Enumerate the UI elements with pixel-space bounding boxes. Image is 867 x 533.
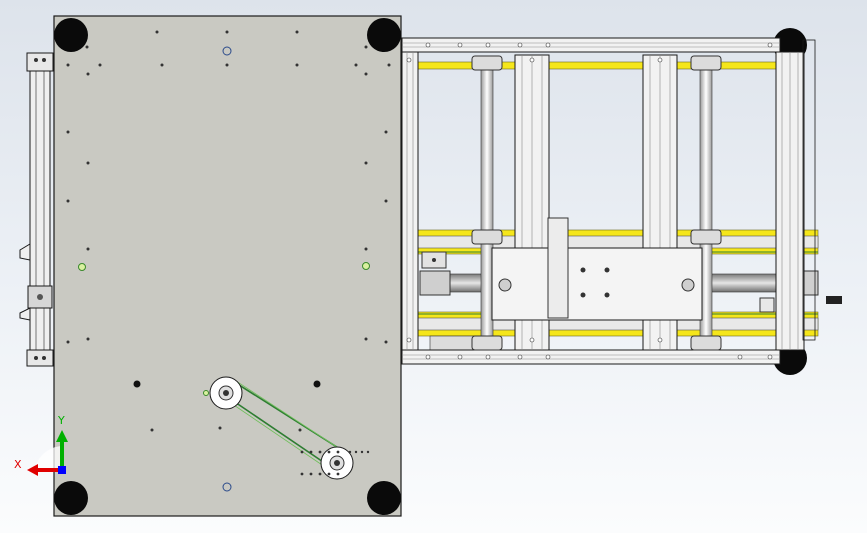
hole [86, 337, 90, 341]
z-axis-marker [58, 466, 66, 474]
hole [384, 130, 388, 134]
frame-top-profile [401, 37, 781, 53]
hole [160, 63, 164, 67]
hole [295, 30, 299, 34]
hole [425, 354, 431, 360]
base-plate[interactable] [53, 15, 402, 517]
hole [66, 130, 70, 134]
hole [485, 354, 491, 360]
foot-bottom-right [367, 481, 401, 515]
hole [336, 472, 340, 476]
mounting-holes [66, 30, 391, 432]
hole [66, 199, 70, 203]
hole [327, 472, 331, 476]
hole [545, 354, 551, 360]
hole [354, 63, 358, 67]
hole [457, 354, 463, 360]
hole [364, 337, 368, 341]
hole [545, 42, 551, 48]
hole [360, 450, 364, 454]
foot-top-left [54, 18, 88, 52]
hole [354, 450, 358, 454]
hole [86, 161, 90, 165]
hole [155, 30, 159, 34]
hole [298, 428, 302, 432]
hole [225, 63, 229, 67]
hole [364, 247, 368, 251]
hole [66, 340, 70, 344]
hole [657, 57, 663, 63]
hole [425, 42, 431, 48]
hole [485, 42, 491, 48]
hole [517, 354, 523, 360]
hole [150, 428, 154, 432]
foot-top-right [367, 18, 401, 52]
hole [327, 450, 331, 454]
hole [384, 199, 388, 203]
hole [767, 42, 773, 48]
right-frame-assembly[interactable] [401, 37, 842, 365]
hole [384, 340, 388, 344]
hole [348, 450, 352, 454]
idler-pulley [320, 446, 354, 480]
hole [364, 45, 368, 49]
hole [767, 354, 773, 360]
x-axis-label: X [14, 458, 22, 471]
hole [406, 57, 412, 63]
hole [529, 337, 535, 343]
frame-bottom-profile [401, 349, 781, 365]
left-side-bracket [19, 52, 54, 367]
vertical-lead-screw-left [480, 69, 494, 341]
hole [517, 42, 523, 48]
frame-left-profile [401, 51, 419, 351]
frame-bolts [406, 42, 773, 360]
drive-pulley [203, 376, 243, 410]
hole [318, 472, 322, 476]
hole [364, 72, 368, 76]
hole [225, 30, 229, 34]
hole [387, 63, 391, 67]
hole [86, 247, 90, 251]
hole [309, 450, 313, 454]
carriage[interactable] [491, 217, 703, 321]
hole [300, 450, 304, 454]
hole [85, 45, 89, 49]
coordinate-triad: Y X [14, 414, 68, 476]
hole [336, 450, 340, 454]
hole [98, 63, 102, 67]
timing-belt-drive[interactable] [203, 376, 370, 480]
hole [364, 161, 368, 165]
hole [295, 63, 299, 67]
hole [529, 57, 535, 63]
hole [737, 354, 743, 360]
hole [366, 450, 370, 454]
adjustment-slot-holes [300, 450, 370, 476]
hole [66, 63, 70, 67]
hole [406, 337, 412, 343]
foot-bottom-left [54, 481, 88, 515]
hole [657, 337, 663, 343]
hole [309, 472, 313, 476]
hole [457, 42, 463, 48]
hole [318, 450, 322, 454]
hole [86, 72, 90, 76]
hole [300, 472, 304, 476]
y-axis-label: Y [57, 414, 65, 427]
hole [218, 426, 222, 430]
